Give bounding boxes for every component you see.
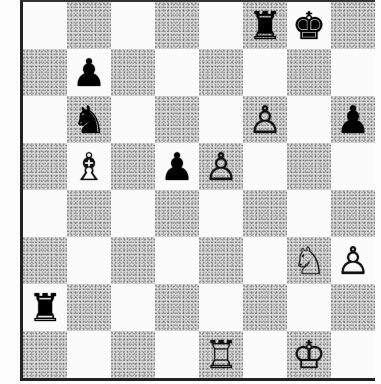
square-f6[interactable]: ♙ bbox=[243, 96, 287, 143]
square-e4[interactable] bbox=[199, 190, 243, 237]
white-pawn-icon[interactable]: ♙ bbox=[204, 148, 238, 186]
square-f4[interactable] bbox=[243, 190, 287, 237]
square-d6[interactable] bbox=[155, 96, 199, 143]
white-pawn-icon[interactable]: ♙ bbox=[336, 242, 370, 280]
square-a6[interactable] bbox=[23, 96, 67, 143]
white-knight-icon[interactable]: ♘ bbox=[292, 242, 326, 280]
square-b4[interactable] bbox=[67, 190, 111, 237]
white-rook-icon[interactable]: ♖ bbox=[204, 336, 238, 374]
square-h7[interactable] bbox=[331, 49, 375, 96]
square-d1[interactable] bbox=[155, 331, 199, 378]
square-a5[interactable] bbox=[23, 143, 67, 190]
square-f7[interactable] bbox=[243, 49, 287, 96]
square-f3[interactable] bbox=[243, 237, 287, 284]
square-g3[interactable]: ♘ bbox=[287, 237, 331, 284]
black-rook-icon[interactable]: ♜ bbox=[28, 289, 62, 327]
square-a2[interactable]: ♜ bbox=[23, 284, 67, 331]
square-c6[interactable] bbox=[111, 96, 155, 143]
black-king-icon[interactable]: ♚ bbox=[292, 7, 326, 45]
square-f8[interactable]: ♜ bbox=[243, 2, 287, 49]
square-b8[interactable] bbox=[67, 2, 111, 49]
square-h2[interactable] bbox=[331, 284, 375, 331]
square-e6[interactable] bbox=[199, 96, 243, 143]
square-b3[interactable] bbox=[67, 237, 111, 284]
square-g7[interactable] bbox=[287, 49, 331, 96]
square-e1[interactable]: ♖ bbox=[199, 331, 243, 378]
square-h8[interactable] bbox=[331, 2, 375, 49]
square-d3[interactable] bbox=[155, 237, 199, 284]
square-b6[interactable]: ♞ bbox=[67, 96, 111, 143]
square-f2[interactable] bbox=[243, 284, 287, 331]
square-a4[interactable] bbox=[23, 190, 67, 237]
white-pawn-icon[interactable]: ♙ bbox=[248, 101, 282, 139]
square-f5[interactable] bbox=[243, 143, 287, 190]
square-c2[interactable] bbox=[111, 284, 155, 331]
black-rook-icon[interactable]: ♜ bbox=[248, 7, 282, 45]
square-c4[interactable] bbox=[111, 190, 155, 237]
square-h4[interactable] bbox=[331, 190, 375, 237]
square-c7[interactable] bbox=[111, 49, 155, 96]
square-d5[interactable]: ♟ bbox=[155, 143, 199, 190]
white-king-icon[interactable]: ♔ bbox=[292, 336, 326, 374]
square-e7[interactable] bbox=[199, 49, 243, 96]
square-a3[interactable] bbox=[23, 237, 67, 284]
square-a1[interactable] bbox=[23, 331, 67, 378]
square-b5[interactable]: ♗ bbox=[67, 143, 111, 190]
square-e2[interactable] bbox=[199, 284, 243, 331]
square-a8[interactable] bbox=[23, 2, 67, 49]
white-bishop-icon[interactable]: ♗ bbox=[72, 148, 106, 186]
black-pawn-icon[interactable]: ♟ bbox=[160, 148, 194, 186]
square-e3[interactable] bbox=[199, 237, 243, 284]
square-e8[interactable] bbox=[199, 2, 243, 49]
square-c3[interactable] bbox=[111, 237, 155, 284]
square-a7[interactable] bbox=[23, 49, 67, 96]
square-g6[interactable] bbox=[287, 96, 331, 143]
square-d8[interactable] bbox=[155, 2, 199, 49]
black-pawn-icon[interactable]: ♟ bbox=[336, 101, 370, 139]
square-c1[interactable] bbox=[111, 331, 155, 378]
square-g5[interactable] bbox=[287, 143, 331, 190]
black-knight-icon[interactable]: ♞ bbox=[72, 101, 106, 139]
square-b1[interactable] bbox=[67, 331, 111, 378]
square-c8[interactable] bbox=[111, 2, 155, 49]
square-g2[interactable] bbox=[287, 284, 331, 331]
square-g4[interactable] bbox=[287, 190, 331, 237]
square-g1[interactable]: ♔ bbox=[287, 331, 331, 378]
square-b2[interactable] bbox=[67, 284, 111, 331]
square-e5[interactable]: ♙ bbox=[199, 143, 243, 190]
square-h6[interactable]: ♟ bbox=[331, 96, 375, 143]
square-h5[interactable] bbox=[331, 143, 375, 190]
square-f1[interactable] bbox=[243, 331, 287, 378]
square-c5[interactable] bbox=[111, 143, 155, 190]
square-h1[interactable] bbox=[331, 331, 375, 378]
square-h3[interactable]: ♙ bbox=[331, 237, 375, 284]
square-b7[interactable]: ♟ bbox=[67, 49, 111, 96]
square-g8[interactable]: ♚ bbox=[287, 2, 331, 49]
square-d7[interactable] bbox=[155, 49, 199, 96]
chess-board: ♜ ♚ ♟ ♞ ♙ ♟ ♗ ♟ ♙ ♘ ♙ ♜ ♖ ♔ bbox=[20, 0, 375, 381]
square-d4[interactable] bbox=[155, 190, 199, 237]
square-d2[interactable] bbox=[155, 284, 199, 331]
black-pawn-icon[interactable]: ♟ bbox=[72, 54, 106, 92]
